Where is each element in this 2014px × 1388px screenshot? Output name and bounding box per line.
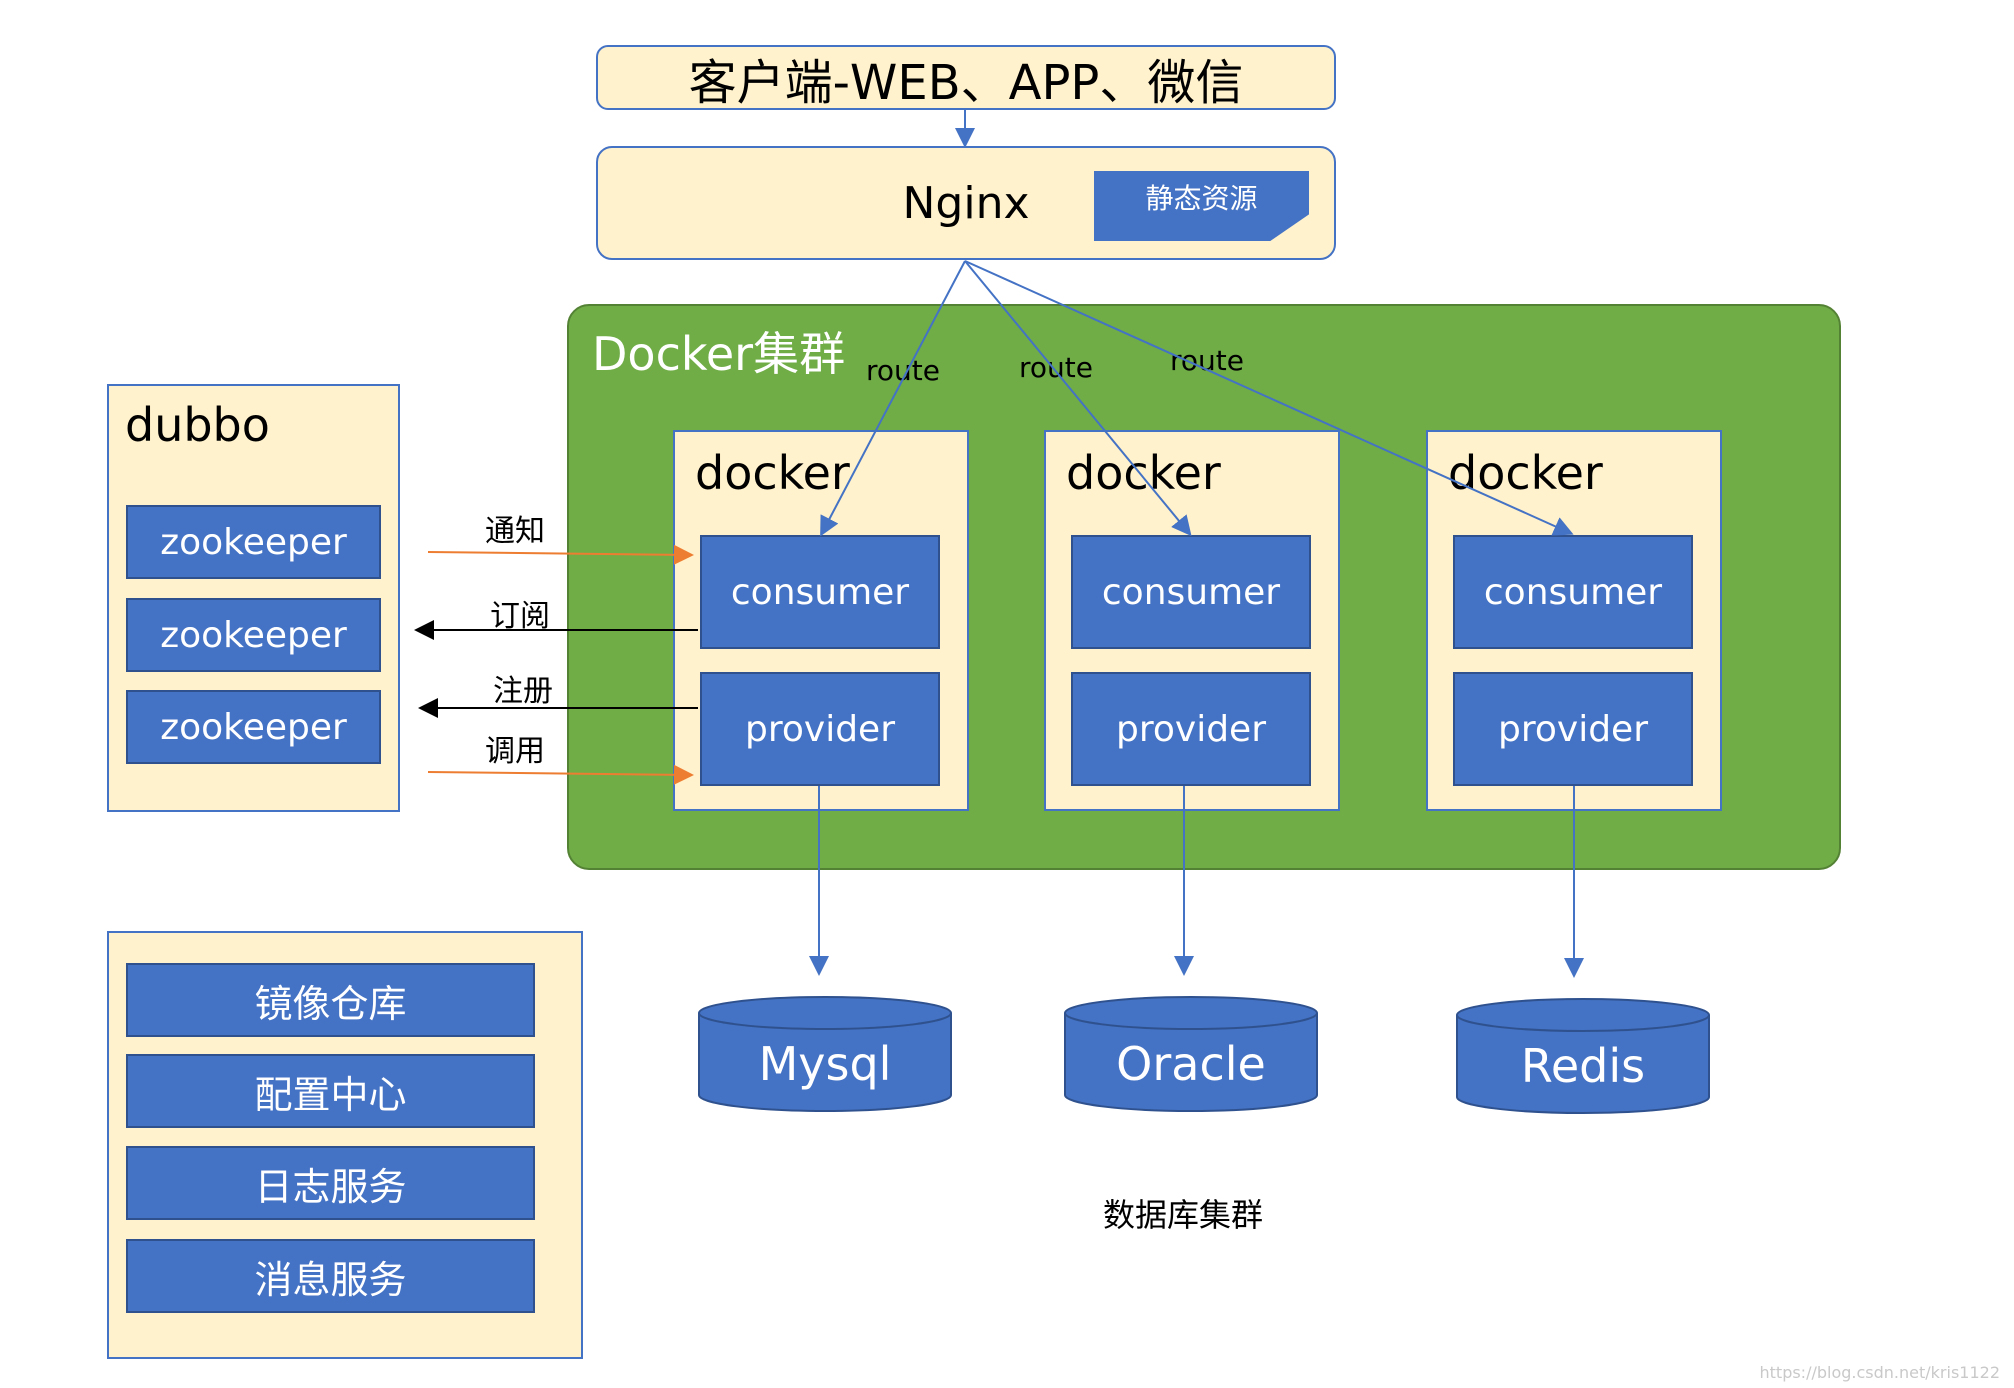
provider-box-1: provider [700, 672, 940, 786]
route-label-1: route [866, 354, 940, 387]
image-registry-item: 镜像仓库 [126, 963, 535, 1037]
route-arrow-1 [820, 260, 966, 537]
register-label: 注册 [493, 674, 553, 709]
consumer-box-1: consumer [700, 535, 940, 649]
zookeeper-node-1: zookeeper [126, 505, 381, 579]
consumer-box-2: consumer [1071, 535, 1311, 649]
notify-arrow [427, 544, 694, 565]
dubbo-title: dubbo [125, 398, 270, 452]
docker-title: docker [695, 446, 850, 500]
database-cluster-caption: 数据库集群 [1103, 1196, 1264, 1234]
database-label: Redis [1520, 1039, 1646, 1093]
config-center-item: 配置中心 [126, 1054, 535, 1128]
route-arrow-2 [964, 260, 1192, 537]
subscribe-label: 订阅 [490, 599, 550, 634]
provider-box-2: provider [1071, 672, 1311, 786]
nginx-label: Nginx [902, 178, 1030, 229]
invoke-label: 调用 [485, 734, 545, 769]
cylinder-icon [698, 996, 952, 1112]
database-redis: Redis [1455, 997, 1711, 1117]
notify-label: 通知 [485, 514, 545, 549]
docker-cluster-title: Docker集群 [592, 327, 846, 381]
route-label-2: route [1019, 351, 1093, 384]
zookeeper-node-3: zookeeper [126, 690, 381, 764]
provider-box-3: provider [1453, 672, 1693, 786]
route-label-3: route [1170, 344, 1244, 377]
consumer-box-3: consumer [1453, 535, 1693, 649]
static-resources-note: 静态资源 [1094, 171, 1309, 241]
cylinder-icon [1456, 998, 1710, 1114]
client-box: 客户端-WEB、APP、微信 [596, 45, 1336, 111]
database-label: Oracle [1116, 1037, 1266, 1091]
invoke-arrow [427, 764, 694, 785]
cylinder-icon [1064, 996, 1318, 1112]
database-label: Mysql [758, 1037, 892, 1091]
zookeeper-node-2: zookeeper [126, 598, 381, 672]
database-mysql: Mysql [697, 995, 953, 1115]
database-oracle: Oracle [1063, 995, 1319, 1115]
watermark: https://blog.csdn.net/kris1122 [1759, 1363, 2001, 1382]
docker-title: docker [1066, 446, 1221, 500]
log-service-item: 日志服务 [126, 1146, 535, 1220]
route-arrow-3 [964, 260, 1574, 536]
nginx-box: Nginx [596, 146, 1336, 260]
docker-title: docker [1448, 446, 1603, 500]
message-service-item: 消息服务 [126, 1239, 535, 1313]
